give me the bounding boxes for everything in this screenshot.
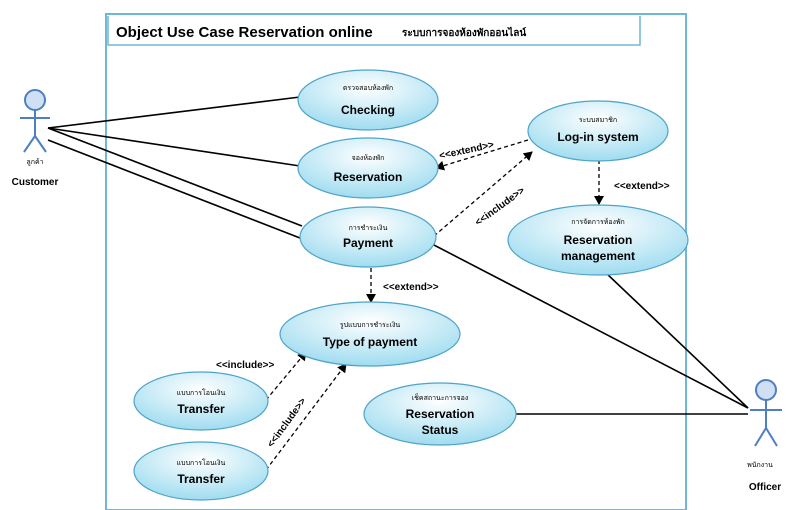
extend-label-payment-type: <<extend>> xyxy=(383,282,439,293)
diagram-title: Object Use Case Reservation online xyxy=(116,24,373,41)
use-case-payment-thai: การชำระเงิน xyxy=(349,224,388,232)
use-case-type-of-payment-thai: รูปแบบการชำระเงิน xyxy=(340,321,401,329)
include-payment-login-line xyxy=(433,151,533,237)
use-case-login-label: Log-in system xyxy=(557,130,638,144)
customer-stick-figure-icon xyxy=(20,89,50,153)
title-tab xyxy=(107,16,641,46)
actor-officer-name: Officer xyxy=(749,482,781,493)
use-case-login-thai: ระบบสมาชิก xyxy=(579,116,617,124)
diagram-title-thai: ระบบการจองห้องพักออนไลน์ xyxy=(402,26,526,39)
use-case-checking[interactable]: ตรวจสอบห้องพัก Checking xyxy=(297,69,439,131)
assoc-customer-payment xyxy=(47,127,303,227)
use-case-transfer-2-thai: แบบการโอนเงิน xyxy=(177,458,226,467)
use-case-management-label-1: Reservation xyxy=(564,233,633,247)
actor-customer-thai: ลูกค้า xyxy=(26,158,43,166)
assoc-management-officer xyxy=(604,271,749,409)
officer-stick-figure-icon xyxy=(750,379,782,447)
use-case-transfer-2[interactable]: แบบการโอนเงิน Transfer xyxy=(133,441,269,501)
use-case-reservation-thai: จองห้องพัก xyxy=(352,154,385,162)
associations xyxy=(47,96,749,415)
use-case-management[interactable]: การจัดการห้องพัก Reservation management xyxy=(507,204,689,276)
use-case-reservation[interactable]: จองห้องพัก Reservation xyxy=(297,137,439,199)
include-transfer2-line xyxy=(265,363,347,471)
use-case-reservation-status[interactable]: เช็คสถานะการจอง Reservation Status xyxy=(363,382,517,446)
use-case-transfer-1-thai: แบบการโอนเงิน xyxy=(177,388,226,397)
use-case-payment-label: Payment xyxy=(343,236,393,250)
use-case-type-of-payment-label: Type of payment xyxy=(323,335,417,349)
use-case-reservation-status-label-2: Status xyxy=(422,423,459,437)
include-label-transfer1: <<include>> xyxy=(216,360,275,371)
use-case-type-of-payment[interactable]: รูปแบบการชำระเงิน Type of payment xyxy=(279,301,461,367)
use-case-management-label-2: management xyxy=(561,249,635,263)
actor-customer[interactable]: ลูกค้า Customer xyxy=(12,89,59,188)
use-case-transfer-1[interactable]: แบบการโอนเงิน Transfer xyxy=(133,371,269,431)
use-case-checking-thai: ตรวจสอบห้องพัก xyxy=(343,84,393,92)
actor-officer[interactable]: พนักงาน Officer xyxy=(747,379,782,493)
use-case-reservation-label: Reservation xyxy=(334,170,403,184)
assoc-customer-payment-2 xyxy=(47,139,301,239)
actor-officer-thai: พนักงาน xyxy=(747,461,773,469)
use-case-login[interactable]: ระบบสมาชิก Log-in system xyxy=(527,100,669,162)
extend-label-login-management: <<extend>> xyxy=(614,181,670,192)
include-transfer1-line xyxy=(265,351,307,401)
extend-login-reservation-line xyxy=(435,139,529,171)
use-case-management-thai: การจัดการห้องพัก xyxy=(571,218,625,226)
use-case-reservation-status-label-1: Reservation xyxy=(406,407,475,421)
use-case-transfer-1-label: Transfer xyxy=(177,402,225,416)
assoc-customer-reservation xyxy=(47,127,301,167)
use-case-checking-label: Checking xyxy=(341,103,395,117)
dependencies xyxy=(265,139,604,471)
assoc-customer-checking xyxy=(47,96,301,129)
use-case-payment[interactable]: การชำระเงิน Payment xyxy=(299,206,437,268)
actor-customer-name: Customer xyxy=(12,177,59,188)
use-case-reservation-status-thai: เช็คสถานะการจอง xyxy=(412,393,468,402)
assoc-payment-officer xyxy=(431,243,749,409)
use-case-transfer-2-label: Transfer xyxy=(177,472,225,486)
